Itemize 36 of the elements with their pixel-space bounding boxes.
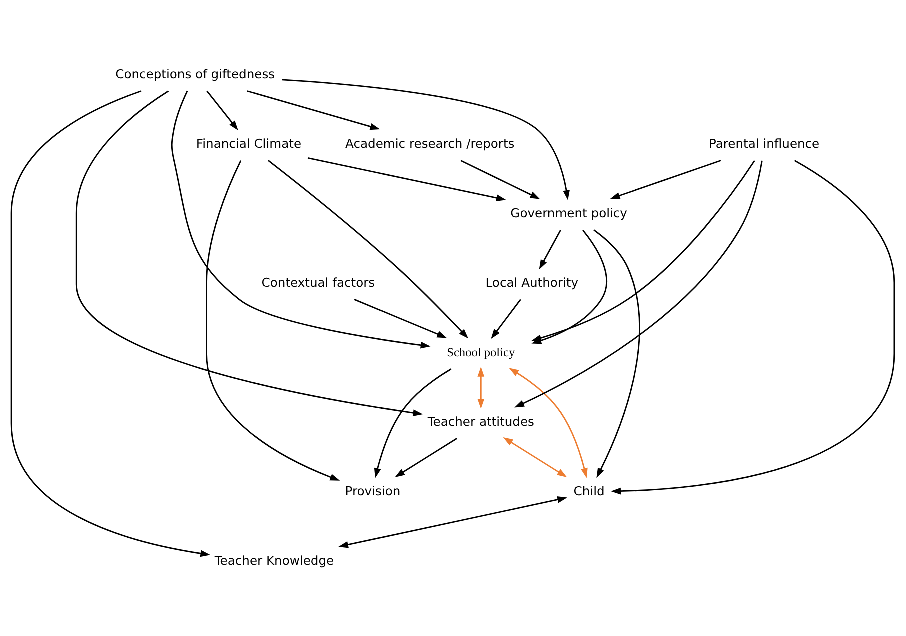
- arrow: [460, 160, 540, 199]
- node-text: Financial Climate: [196, 136, 302, 151]
- arrow: [76, 90, 424, 416]
- node-text: Academic research /reports: [346, 136, 515, 151]
- arrow: [308, 157, 506, 201]
- arrow: [594, 229, 640, 478]
- arrow: [532, 160, 756, 342]
- arrow: [491, 298, 522, 339]
- arrow: [354, 298, 448, 338]
- arrow: [10, 90, 211, 557]
- arrow: [282, 78, 570, 200]
- node-text: Child: [574, 484, 605, 498]
- arrow: [509, 368, 588, 478]
- node-text: Conceptions of giftedness: [116, 67, 276, 82]
- node-text: Parental influence: [708, 136, 820, 151]
- arrow: [514, 160, 763, 408]
- arrow: [206, 90, 238, 130]
- arrow: [206, 160, 340, 480]
- arrow: [338, 496, 568, 548]
- node-text: Provision: [345, 484, 401, 498]
- arrow: [395, 438, 458, 477]
- arrow: [374, 368, 452, 478]
- arrow: [268, 160, 469, 338]
- arrow: [539, 229, 562, 270]
- arrow: [611, 160, 896, 494]
- node-text: Teacher attitudes: [428, 414, 534, 428]
- node-text: School policy: [447, 344, 516, 359]
- node-text: Local Authority: [486, 276, 578, 290]
- arrow: [478, 366, 485, 408]
- node-text: Government policy: [510, 206, 628, 220]
- node-text: Teacher Knowledge: [214, 553, 334, 568]
- arrow: [610, 160, 722, 199]
- arrow: [171, 90, 431, 348]
- arrow: [503, 436, 568, 477]
- arrow: [247, 90, 380, 130]
- node-text: Contextual factors: [262, 276, 376, 290]
